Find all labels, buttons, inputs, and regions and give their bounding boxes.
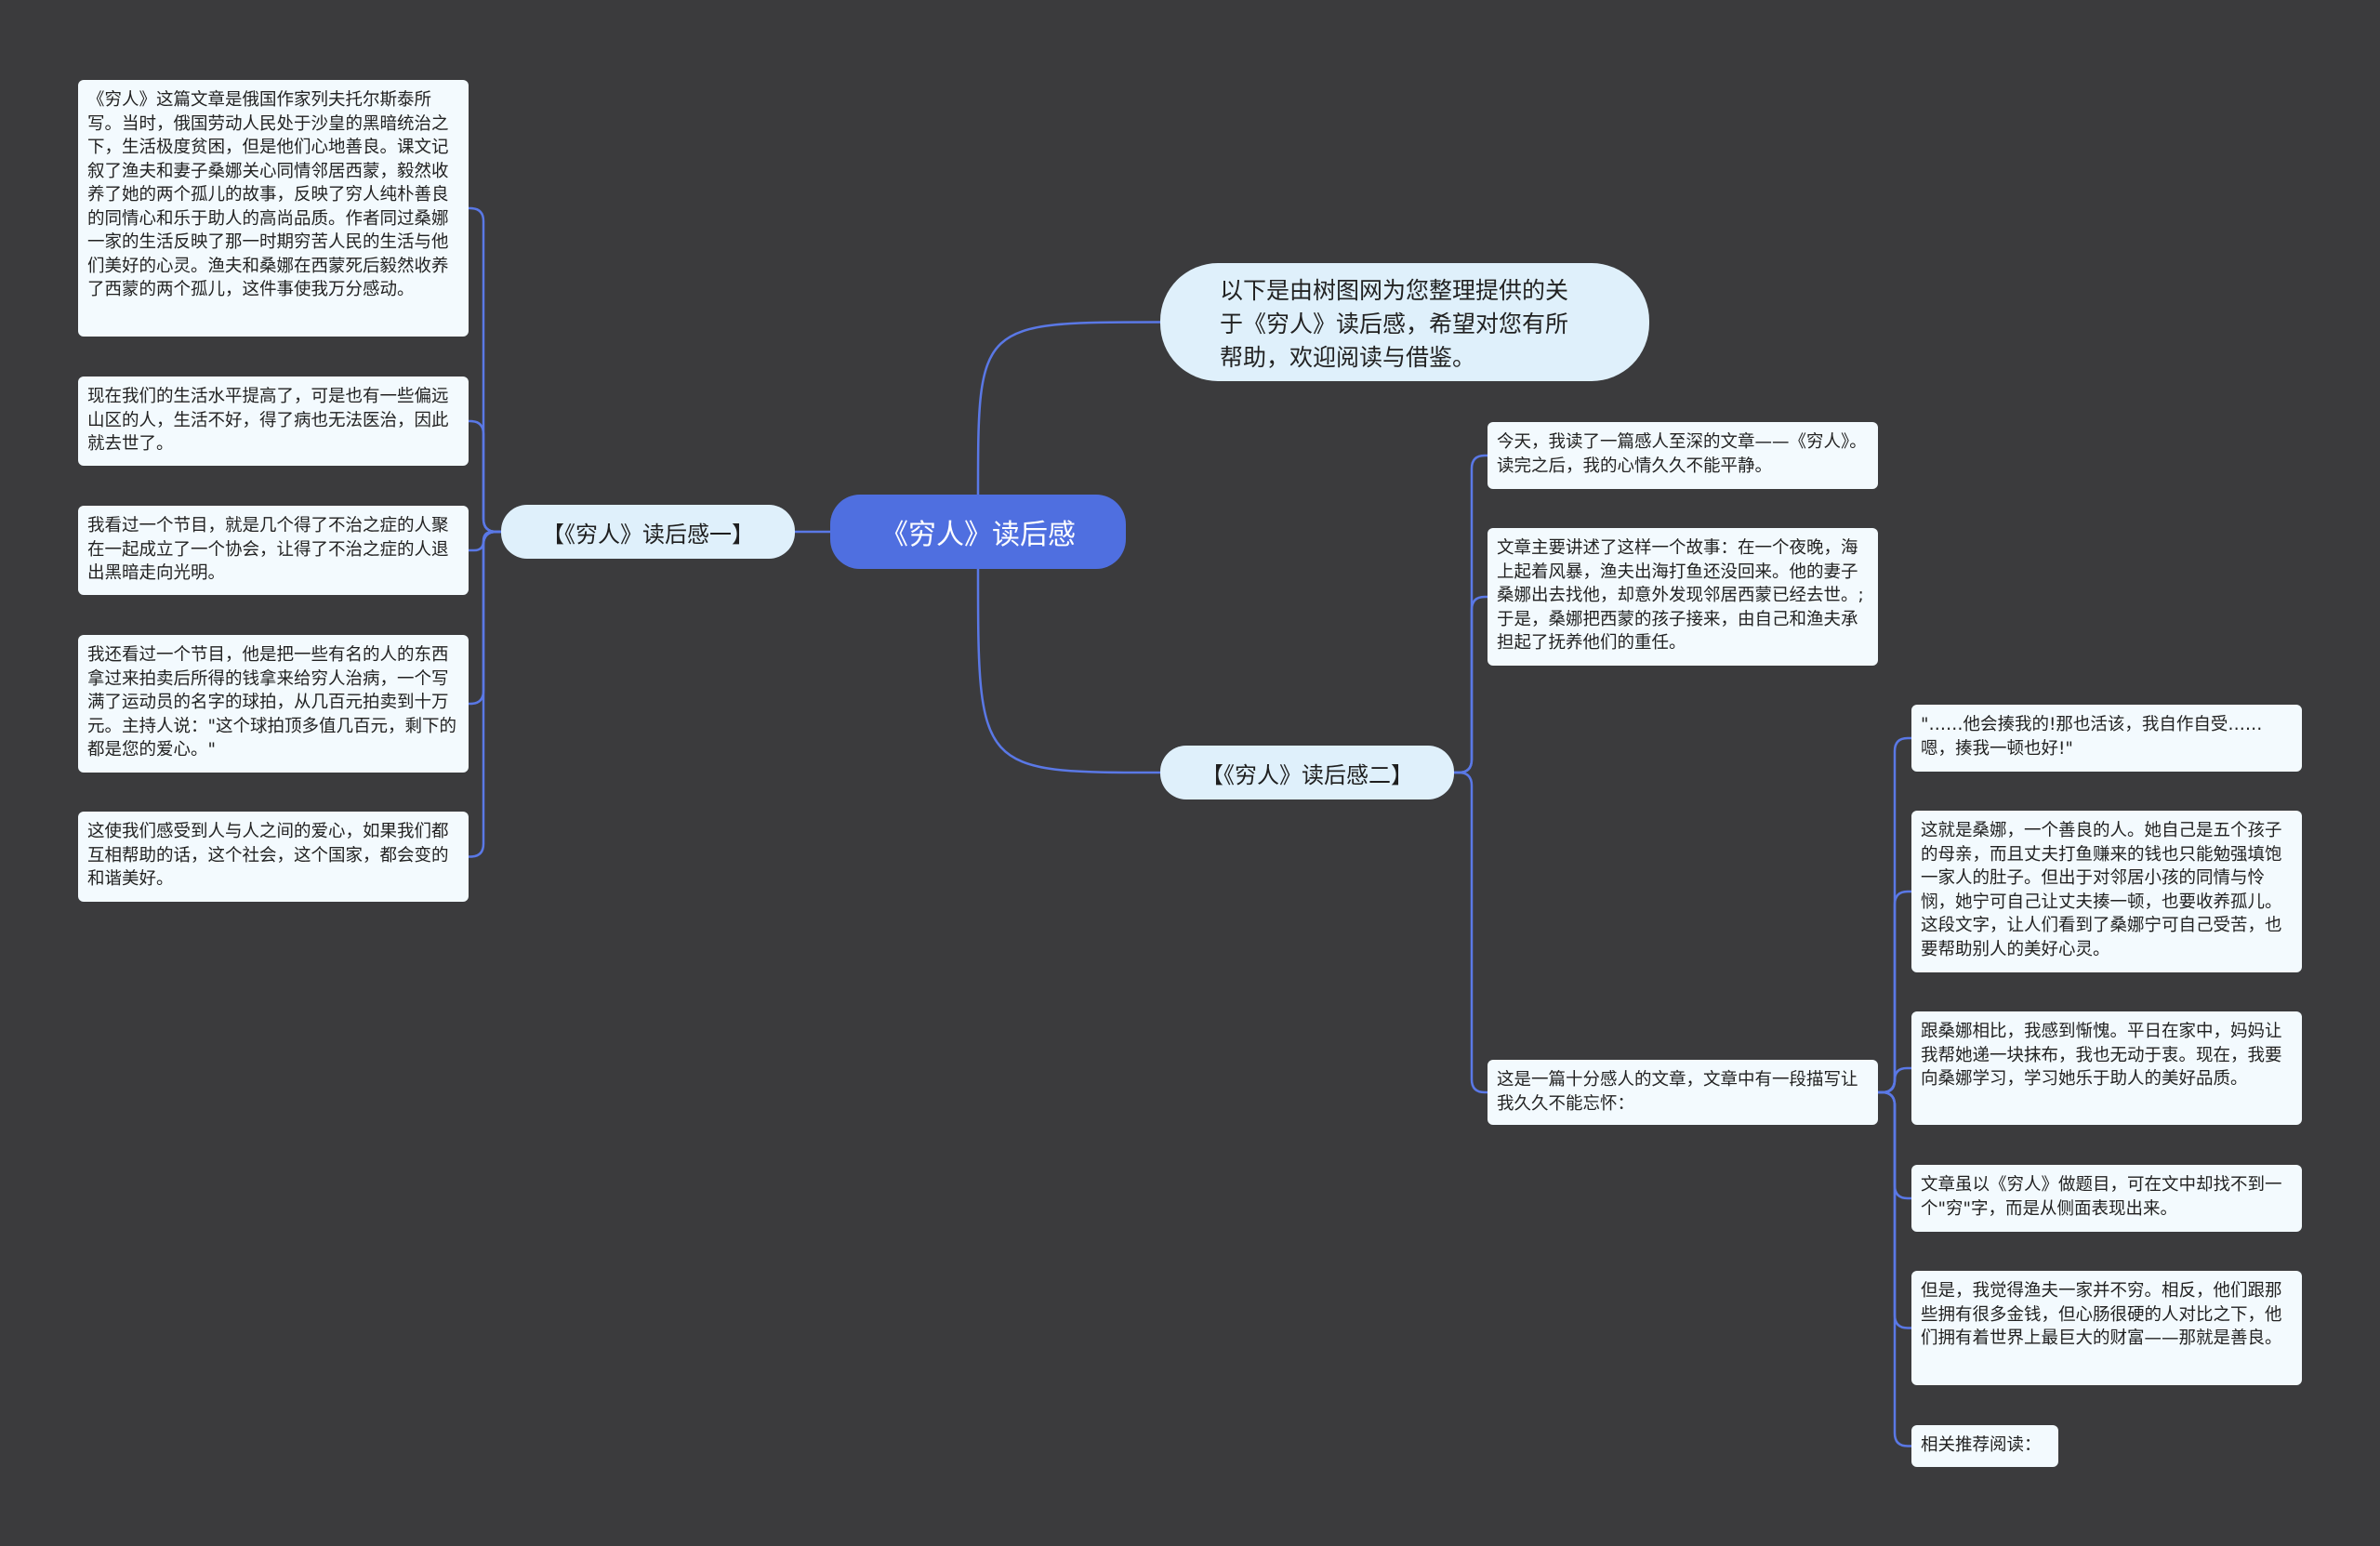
intro-node[interactable]: 以下是由树图网为您整理提供的关于《穷人》读后感，希望对您有所帮助，欢迎阅读与借鉴… xyxy=(1160,263,1649,381)
root-node[interactable]: 《穷人》读后感 xyxy=(830,495,1126,569)
link-sub-6 xyxy=(1878,1090,1911,1447)
link-branch-one-5 xyxy=(469,530,501,858)
link-root-intro xyxy=(976,321,1161,496)
link-sub-3 xyxy=(1878,1066,1911,1094)
link-branch-one-2 xyxy=(469,419,501,534)
leaf-one-5[interactable]: 这使我们感受到人与人之间的爱心，如果我们都互相帮助的话，这个社会，这个国家，都会… xyxy=(78,812,469,902)
leaf-one-1[interactable]: 《穷人》这篇文章是俄国作家列夫托尔斯泰所写。当时，俄国劳动人民处于沙皇的黑暗统治… xyxy=(78,80,469,337)
subleaf-4[interactable]: 文章虽以《穷人》做题目，可在文中却找不到一个"穷"字，而是从侧面表现出来。 xyxy=(1911,1165,2302,1232)
subleaf-5[interactable]: 但是，我觉得渔夫一家并不穷。相反，他们跟那些拥有很多金钱，但心肠很硬的人对比之下… xyxy=(1911,1271,2302,1385)
leaf-two-1[interactable]: 今天，我读了一篇感人至深的文章——《穷人》。读完之后，我的心情久久不能平静。 xyxy=(1488,422,1878,489)
link-branch-one-1 xyxy=(469,206,501,534)
leaf-one-3[interactable]: 我看过一个节目，就是几个得了不治之症的人聚在一起成立了一个协会，让得了不治之症的… xyxy=(78,506,469,595)
link-root-branch-two xyxy=(976,568,1161,774)
link-branch-two-3 xyxy=(1454,771,1488,1094)
leaf-one-4[interactable]: 我还看过一个节目，他是把一些有名的人的东西拿过来拍卖后所得的钱拿来给穷人治病，一… xyxy=(78,635,469,773)
leaf-two-2[interactable]: 文章主要讲述了这样一个故事：在一个夜晚，海上起着风暴，渔夫出海打鱼还没回来。他的… xyxy=(1488,528,1878,666)
link-branch-two-2 xyxy=(1454,595,1488,774)
subleaf-3[interactable]: 跟桑娜相比，我感到惭愧。平日在家中，妈妈让我帮她递一块抹布，我也无动于衷。现在，… xyxy=(1911,1011,2302,1125)
subleaf-1[interactable]: "……他会揍我的!那也活该，我自作自受……嗯，揍我一顿也好!" xyxy=(1911,705,2302,772)
link-branch-one-4 xyxy=(469,530,501,706)
branch-node-one[interactable]: 【《穷人》读后感一】 xyxy=(501,505,795,559)
leaf-two-3[interactable]: 这是一篇十分感人的文章，文章中有一段描写让我久久不能忘怀： xyxy=(1488,1060,1878,1125)
leaf-one-2[interactable]: 现在我们的生活水平提高了，可是也有一些偏远山区的人，生活不好，得了病也无法医治，… xyxy=(78,377,469,466)
link-sub-2 xyxy=(1878,890,1911,1094)
subleaf-6[interactable]: 相关推荐阅读： xyxy=(1911,1425,2058,1467)
subleaf-2[interactable]: 这就是桑娜，一个善良的人。她自己是五个孩子的母亲，而且丈夫打鱼赚来的钱也只能勉强… xyxy=(1911,811,2302,972)
branch-node-two[interactable]: 【《穷人》读后感二】 xyxy=(1160,746,1454,799)
